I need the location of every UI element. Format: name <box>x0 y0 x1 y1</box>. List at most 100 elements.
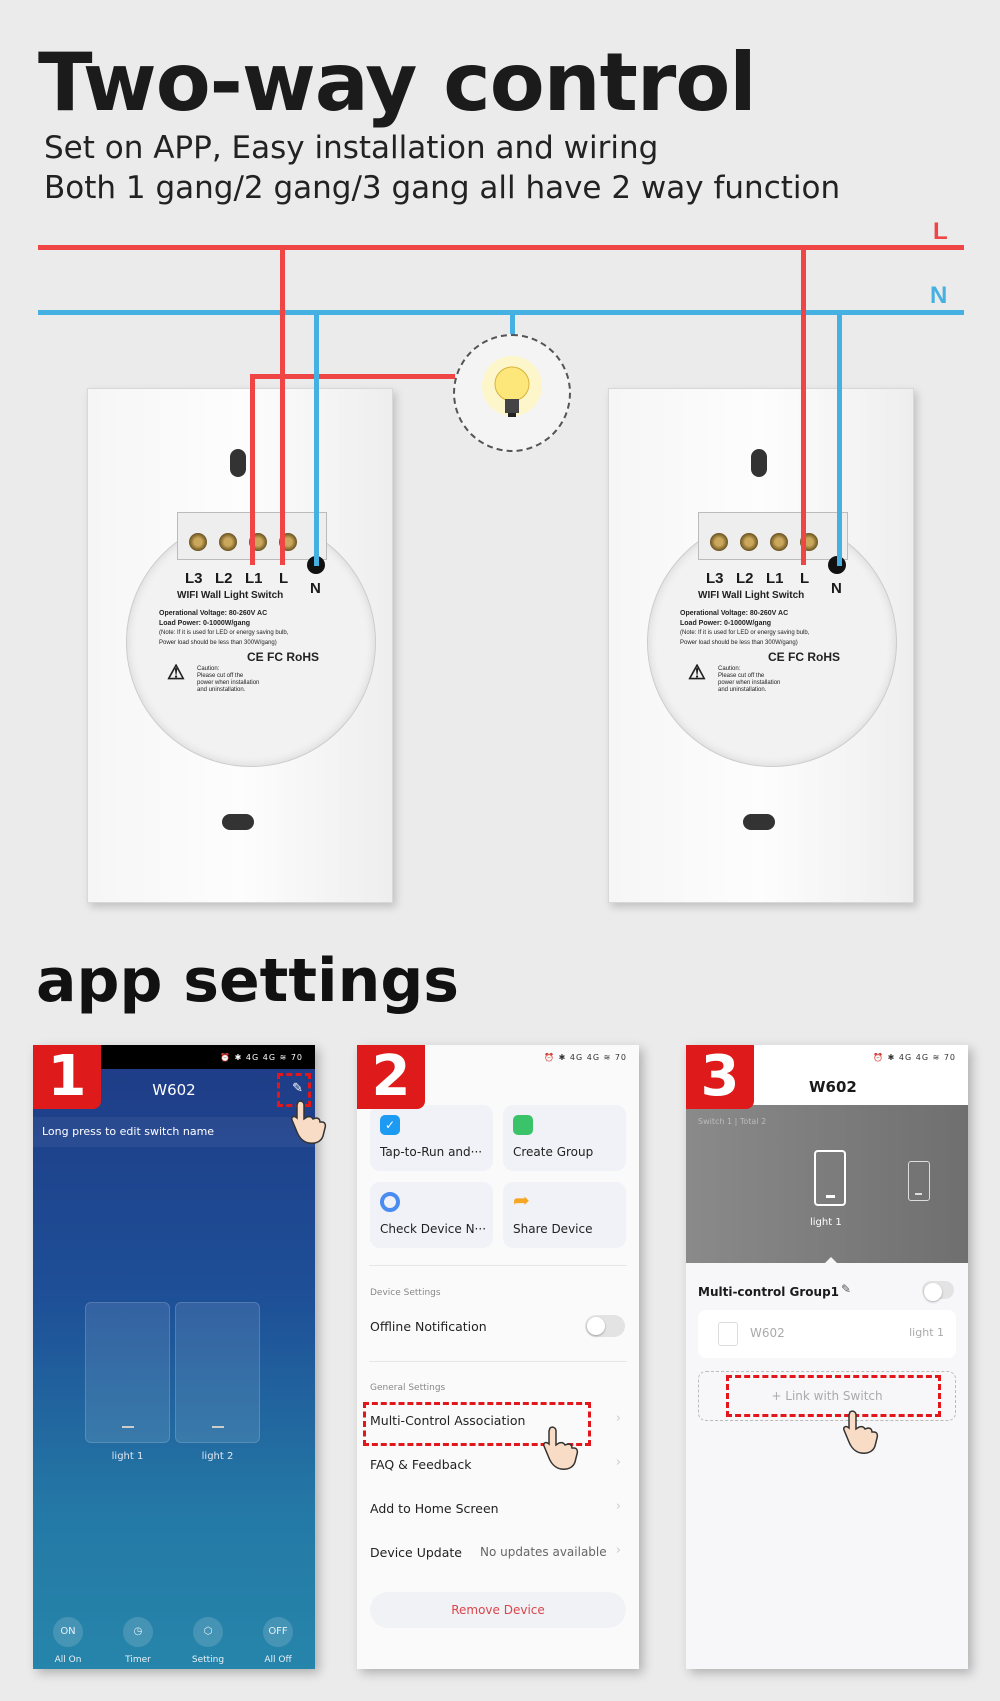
device-update-item[interactable]: Device Update <box>370 1545 462 1560</box>
module-note: (Note: If it is used for LED or energy s… <box>159 630 289 636</box>
light-bulb <box>453 334 571 452</box>
all-off-button[interactable]: OFF <box>263 1617 293 1647</box>
button-label: All On <box>54 1655 82 1665</box>
switch-2-icon[interactable] <box>908 1161 930 1201</box>
warning-icon: ⚠ <box>688 662 706 684</box>
module-voltage: Operational Voltage: 80-260V AC <box>159 610 268 617</box>
tap-hand-icon <box>291 1100 327 1144</box>
module-certs: CE FC RoHS <box>247 650 319 664</box>
timer-icon[interactable]: ◷ <box>123 1617 153 1647</box>
device-title: W602 <box>809 1078 857 1096</box>
page-title: Two-way control <box>38 36 757 129</box>
step-badge: 2 <box>357 1045 425 1109</box>
offline-notification-label: Offline Notification <box>370 1319 487 1334</box>
multi-control-association-item[interactable]: Multi-Control Association <box>370 1413 526 1428</box>
subtitle-1: Set on APP, Easy installation and wiring <box>44 130 659 166</box>
caution-text: Please cut off the <box>197 673 244 679</box>
group-icon <box>513 1115 533 1135</box>
switch-label: light 1 <box>111 1451 144 1462</box>
group-name: Multi-control Group1 <box>698 1285 840 1299</box>
card-label: Create Group <box>513 1145 594 1159</box>
module-load: Load Power: 0-1000W/gang <box>159 620 251 627</box>
device-name: W602 <box>750 1326 785 1340</box>
section-label: Device Settings <box>370 1288 441 1298</box>
setting-icon[interactable]: ⬡ <box>193 1617 223 1647</box>
switch-button-2[interactable] <box>175 1302 260 1443</box>
neutral-terminal-label: N <box>831 580 842 597</box>
module-load: Load Power: 0-1000W/gang <box>680 620 772 627</box>
line-drop-wire <box>280 245 285 565</box>
check-network-card[interactable]: Check Device N··· <box>370 1182 493 1248</box>
edit-group-icon[interactable]: ✎ <box>841 1282 852 1296</box>
edit-icon[interactable]: ✎ <box>292 1081 303 1096</box>
device-title: W602 <box>152 1081 196 1099</box>
link-switch-button[interactable]: + Link with Switch <box>698 1371 956 1421</box>
neutral-bulb-wire <box>510 310 515 336</box>
module-note: Power load should be less than 300W/gang… <box>680 640 798 646</box>
load-wire <box>250 374 455 379</box>
caution-text: Please cut off the <box>718 673 765 679</box>
button-label: Timer <box>125 1655 151 1665</box>
button-label: Setting <box>191 1655 225 1665</box>
create-group-card[interactable]: Create Group <box>503 1105 626 1171</box>
share-device-card[interactable]: ➦ Share Device <box>503 1182 626 1248</box>
bulb-icon <box>482 356 542 417</box>
neutral-drop-wire <box>837 310 842 566</box>
share-icon: ➦ <box>513 1188 530 1212</box>
line-wire <box>38 245 964 250</box>
terminal-label: L <box>279 570 289 587</box>
section-title: app settings <box>36 946 459 1016</box>
step3-screen: 3 ⏰ ✱ 4G 4G ≋ 70 W602 Switch 1 | Total 2… <box>686 1045 968 1669</box>
chevron-right-icon: › <box>615 1499 621 1514</box>
step1-screen: 1 ⏰ ✱ 4G 4G ≋ 70 W602 ✎ Long press to ed… <box>33 1045 315 1669</box>
chevron-right-icon: › <box>615 1543 621 1558</box>
device-row: W602 light 1 <box>698 1310 956 1358</box>
device-icon <box>718 1322 738 1346</box>
selected-switch-label: light 1 <box>810 1217 842 1228</box>
load-wire <box>250 374 255 565</box>
terminal-label: L3 <box>185 570 203 587</box>
faq-feedback-item[interactable]: FAQ & Feedback <box>370 1457 472 1472</box>
chevron-right-icon: › <box>615 1455 621 1470</box>
switch-label: light 2 <box>201 1451 234 1462</box>
tap-to-run-card[interactable]: ✓ Tap-to-Run and··· <box>370 1105 493 1171</box>
terminal-label: L3 <box>706 570 724 587</box>
module-note: (Note: If it is used for LED or energy s… <box>680 630 810 636</box>
subtitle-2: Both 1 gang/2 gang/3 gang all have 2 way… <box>44 170 841 206</box>
add-home-screen-item[interactable]: Add to Home Screen <box>370 1501 499 1516</box>
step-badge: 1 <box>33 1045 101 1109</box>
caution-text: Caution: <box>718 666 741 672</box>
terminal-label: L <box>800 570 810 587</box>
status-bar: ⏰ ✱ 4G 4G ≋ 70 <box>544 1053 627 1062</box>
card-label: Share Device <box>513 1222 593 1236</box>
section-label: General Settings <box>370 1383 446 1393</box>
tap-hand-icon <box>843 1410 879 1454</box>
all-on-button[interactable]: ON <box>53 1617 83 1647</box>
neutral-label: N <box>930 282 948 309</box>
status-bar: ⏰ ✱ 4G 4G ≋ 70 <box>873 1053 956 1062</box>
link-switch-label: + Link with Switch <box>771 1389 883 1403</box>
button-label: All Off <box>264 1655 292 1665</box>
card-label: Check Device N··· <box>380 1222 487 1236</box>
card-label: Tap-to-Run and··· <box>380 1145 483 1159</box>
terminal-label: L2 <box>215 570 233 587</box>
neutral-wire <box>38 310 964 315</box>
caution-text: and uninstallation. <box>197 687 246 693</box>
tap-hand-icon <box>543 1426 579 1470</box>
switch-1-icon[interactable] <box>814 1150 846 1206</box>
switch-button-1[interactable] <box>85 1302 170 1443</box>
remove-device-button[interactable]: Remove Device <box>370 1592 626 1628</box>
caution-text: and uninstallation. <box>718 687 767 693</box>
neutral-terminal-label: N <box>310 580 321 597</box>
group-toggle[interactable] <box>922 1281 954 1301</box>
automation-icon: ✓ <box>380 1115 400 1135</box>
module-name: WIFI Wall Light Switch <box>698 590 805 601</box>
caution-text: power when installation <box>718 680 781 686</box>
terminal-label: L2 <box>736 570 754 587</box>
neutral-drop-wire <box>314 310 319 566</box>
terminal-label: L1 <box>245 570 263 587</box>
offline-notification-toggle[interactable] <box>585 1315 625 1337</box>
switch-plate-left: L3 L2 L1 L N WIFI Wall Light Switch Oper… <box>87 388 393 903</box>
device-switch: light 1 <box>909 1326 944 1339</box>
line-drop-wire <box>801 245 806 565</box>
